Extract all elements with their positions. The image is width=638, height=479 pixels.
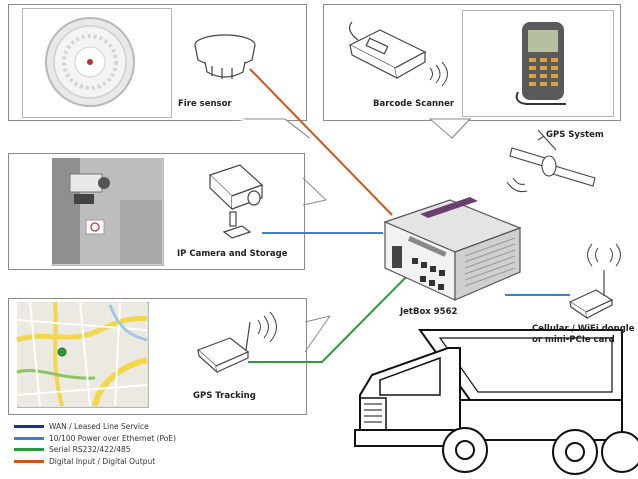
- map-content: [16, 301, 148, 407]
- camera-photo-content: [52, 158, 162, 264]
- barcode-scanner-icon: [348, 21, 448, 87]
- jetbox-label: JetBox 9562: [400, 307, 458, 317]
- legend-label-poe: 10/100 Power over Ethernet (PoE): [49, 433, 177, 443]
- fire-sensor-label: Fire sensor: [178, 99, 232, 109]
- legend-item-serial: Serial RS232/422/485: [14, 444, 176, 456]
- wifi-dongle-icon: [568, 243, 621, 320]
- dump-truck-icon: [354, 329, 638, 475]
- legend-label-wan: WAN / Leased Line Service: [49, 422, 149, 432]
- gps-tracker-icon: [196, 311, 277, 374]
- gps-tracking-label: GPS Tracking: [193, 391, 256, 401]
- gps-system-label: GPS System: [546, 130, 604, 140]
- jetbox-device-icon: [383, 197, 522, 301]
- legend-swatch-serial: [14, 448, 44, 452]
- gps-satellite-icon: [506, 129, 596, 193]
- legend-item-dio: Digital Input / Digital Output: [14, 456, 176, 468]
- handheld-scanner-icon: [515, 22, 566, 105]
- legend-swatch-dio: [14, 459, 44, 463]
- line-legend: WAN / Leased Line Service 10/100 Power o…: [14, 421, 176, 467]
- legend-swatch-poe: [14, 436, 44, 440]
- ip-camera-icon: [208, 164, 264, 239]
- legend-item-wan: WAN / Leased Line Service: [14, 421, 176, 433]
- legend-item-poe: 10/100 Power over Ethernet (PoE): [14, 433, 176, 445]
- cellular-label-line1: Cellular / WiFi dongle: [532, 324, 635, 334]
- legend-label-serial: Serial RS232/422/485: [49, 445, 131, 455]
- smoke-detector-icon: [45, 17, 135, 107]
- cellular-label-line2: or mini-PCIe card: [532, 335, 615, 345]
- barcode-scanner-label: Barcode Scanner: [373, 99, 455, 109]
- callout-pointers: [239, 118, 472, 353]
- fire-sensor-icon: [194, 34, 256, 79]
- ip-camera-label: IP Camera and Storage: [177, 249, 288, 259]
- legend-swatch-wan: [14, 425, 44, 429]
- connection-lines: [248, 68, 570, 363]
- legend-label-dio: Digital Input / Digital Output: [49, 456, 156, 466]
